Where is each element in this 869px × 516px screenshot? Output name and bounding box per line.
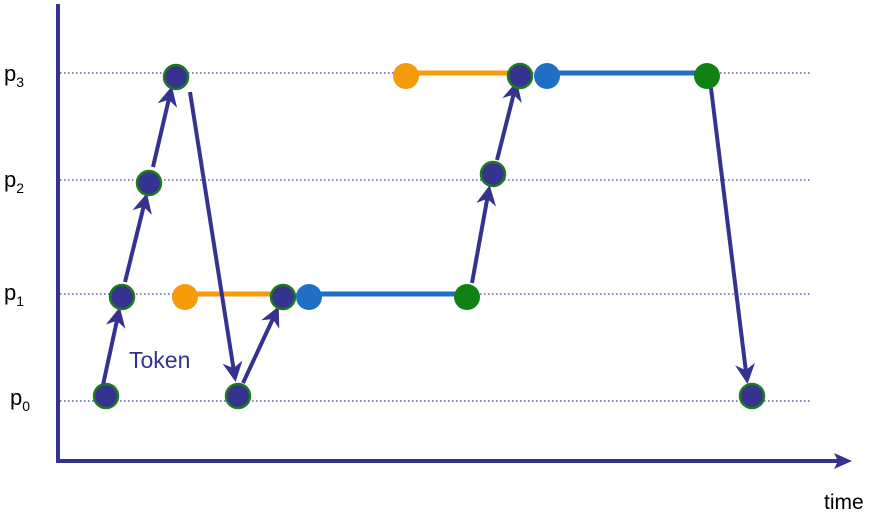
token-arrow-6	[470, 185, 496, 284]
exit-dot	[694, 63, 720, 89]
label-p0: p0	[10, 385, 30, 414]
token-arrow-4	[188, 91, 243, 382]
label-p2: p2	[4, 167, 24, 196]
request-dot	[172, 284, 198, 310]
token-arrows	[101, 81, 755, 386]
token-node	[135, 169, 163, 197]
token-node	[479, 160, 507, 188]
time-axis-label: time	[824, 491, 864, 514]
exit-dot	[454, 284, 480, 310]
token-label: Token	[129, 347, 190, 373]
enter-dot	[534, 63, 560, 89]
token-node	[224, 382, 252, 410]
x-axis-arrowhead	[834, 453, 852, 469]
token-node	[738, 382, 766, 410]
token-node	[162, 63, 190, 91]
token-arrow-7	[495, 81, 522, 161]
axes	[56, 4, 852, 469]
token-arrow-3	[151, 86, 178, 168]
token-node	[108, 283, 136, 311]
enter-dot	[296, 284, 322, 310]
token-arrow-5	[241, 306, 280, 384]
token-nodes	[92, 62, 766, 410]
token-arrow-8	[709, 87, 755, 384]
label-p1: p1	[4, 280, 24, 309]
token-arrow-2	[123, 193, 152, 283]
process-labels: p3 p2 p1 p0	[4, 61, 30, 414]
event-dots	[172, 63, 720, 310]
label-p3: p3	[4, 61, 24, 90]
token-arrow-1	[101, 307, 126, 386]
token-node	[92, 382, 120, 410]
token-node	[269, 283, 297, 311]
critical-sections	[185, 70, 707, 297]
token-node	[506, 62, 534, 90]
request-dot	[393, 63, 419, 89]
